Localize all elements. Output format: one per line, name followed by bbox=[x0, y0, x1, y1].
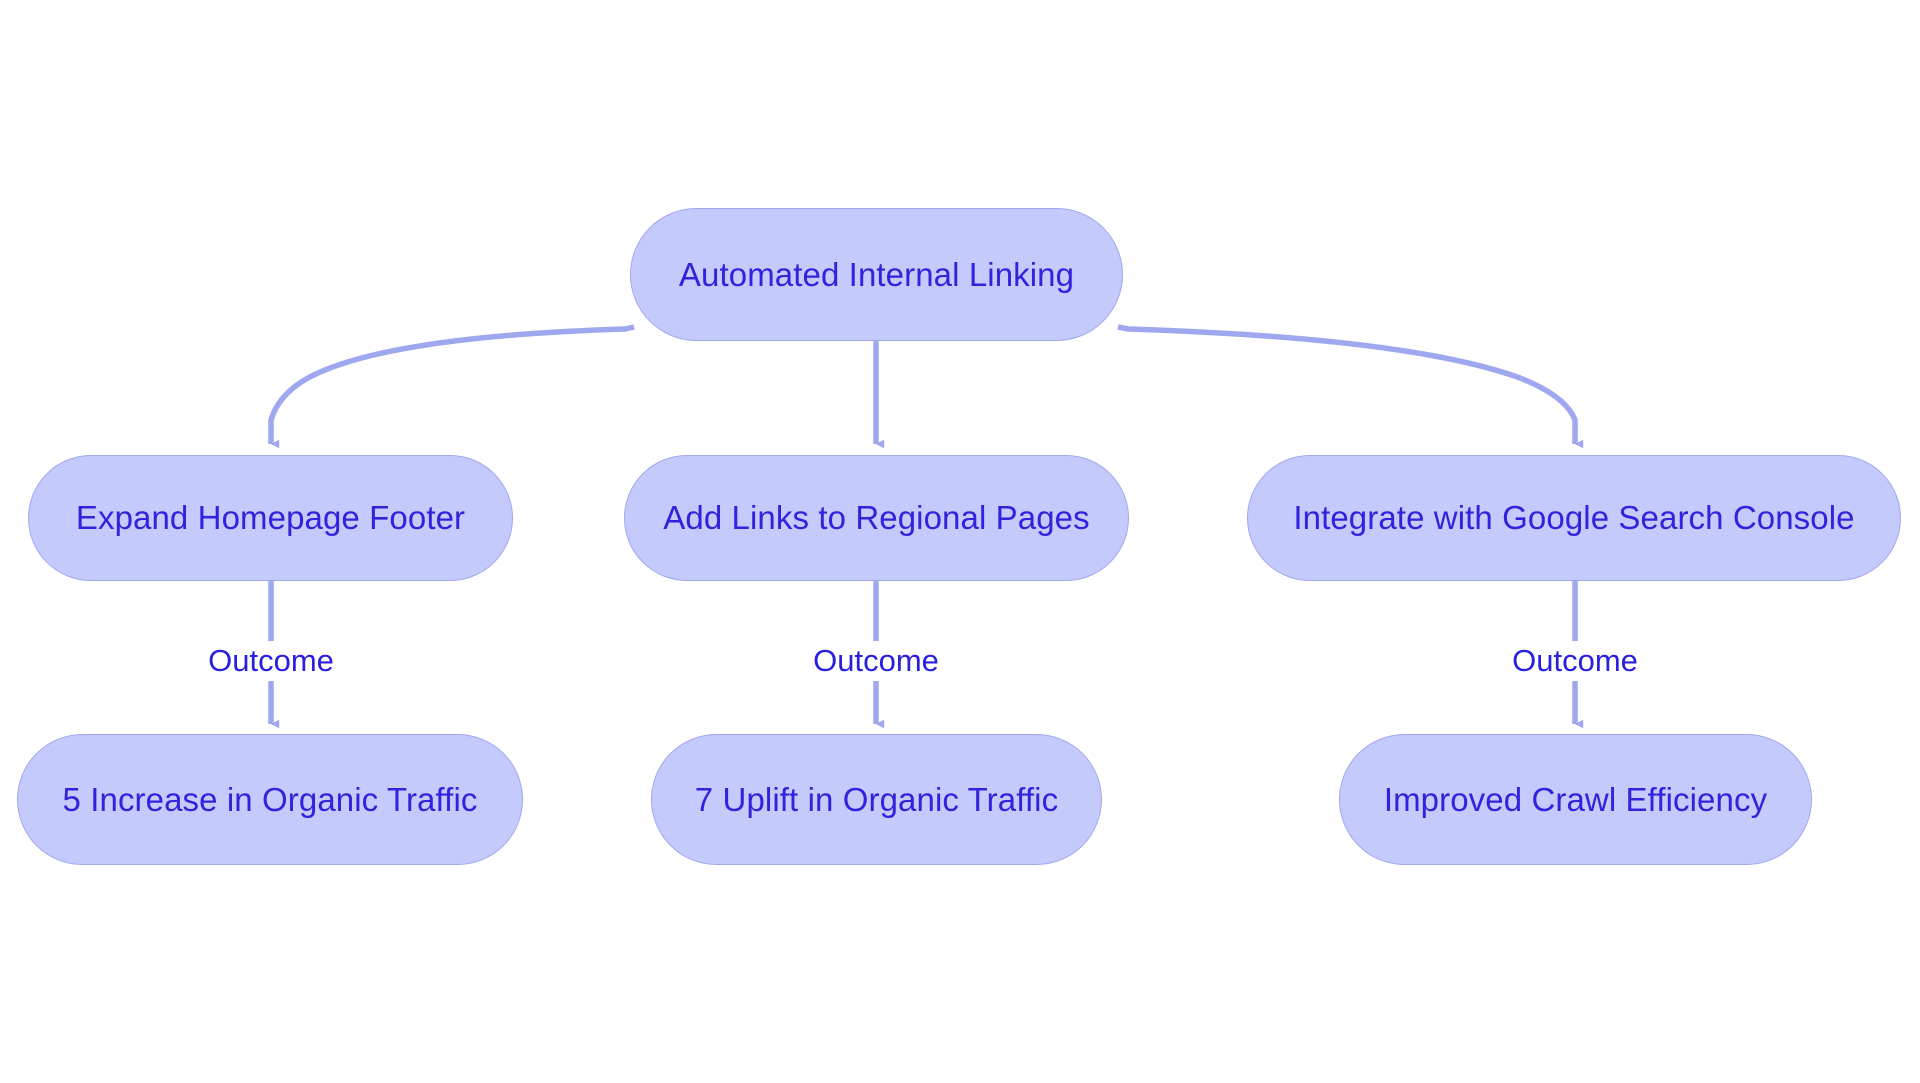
node-improved-crawl-efficiency[interactable]: Improved Crawl Efficiency bbox=[1339, 734, 1812, 865]
edge-label-outcome-left: Outcome bbox=[200, 641, 342, 681]
node-integrate-with-google-search-console[interactable]: Integrate with Google Search Console bbox=[1247, 455, 1901, 581]
edge-root-to-expand-homepage-footer bbox=[268, 324, 635, 449]
node-label: Add Links to Regional Pages bbox=[663, 499, 1090, 536]
node-7-uplift-in-organic-traffic[interactable]: 7 Uplift in Organic Traffic bbox=[651, 734, 1102, 865]
node-label: Improved Crawl Efficiency bbox=[1383, 780, 1768, 818]
node-automated-internal-linking[interactable]: Automated Internal Linking bbox=[630, 208, 1123, 341]
node-label: 7 Uplift in Organic Traffic bbox=[694, 780, 1059, 818]
node-add-links-to-regional-pages[interactable]: Add Links to Regional Pages bbox=[624, 455, 1129, 581]
node-label: Integrate with Google Search Console bbox=[1293, 499, 1855, 536]
node-label: Automated Internal Linking bbox=[678, 255, 1075, 293]
node-5-increase-in-organic-traffic[interactable]: 5 Increase in Organic Traffic bbox=[17, 734, 523, 865]
edge-label-outcome-right: Outcome bbox=[1504, 641, 1646, 681]
edge-root-to-integrate-google-search-console bbox=[1117, 324, 1584, 449]
edge-label-outcome-center: Outcome bbox=[805, 641, 947, 681]
node-expand-homepage-footer[interactable]: Expand Homepage Footer bbox=[28, 455, 513, 581]
node-label: 5 Increase in Organic Traffic bbox=[62, 780, 478, 818]
node-label: Expand Homepage Footer bbox=[75, 499, 466, 536]
